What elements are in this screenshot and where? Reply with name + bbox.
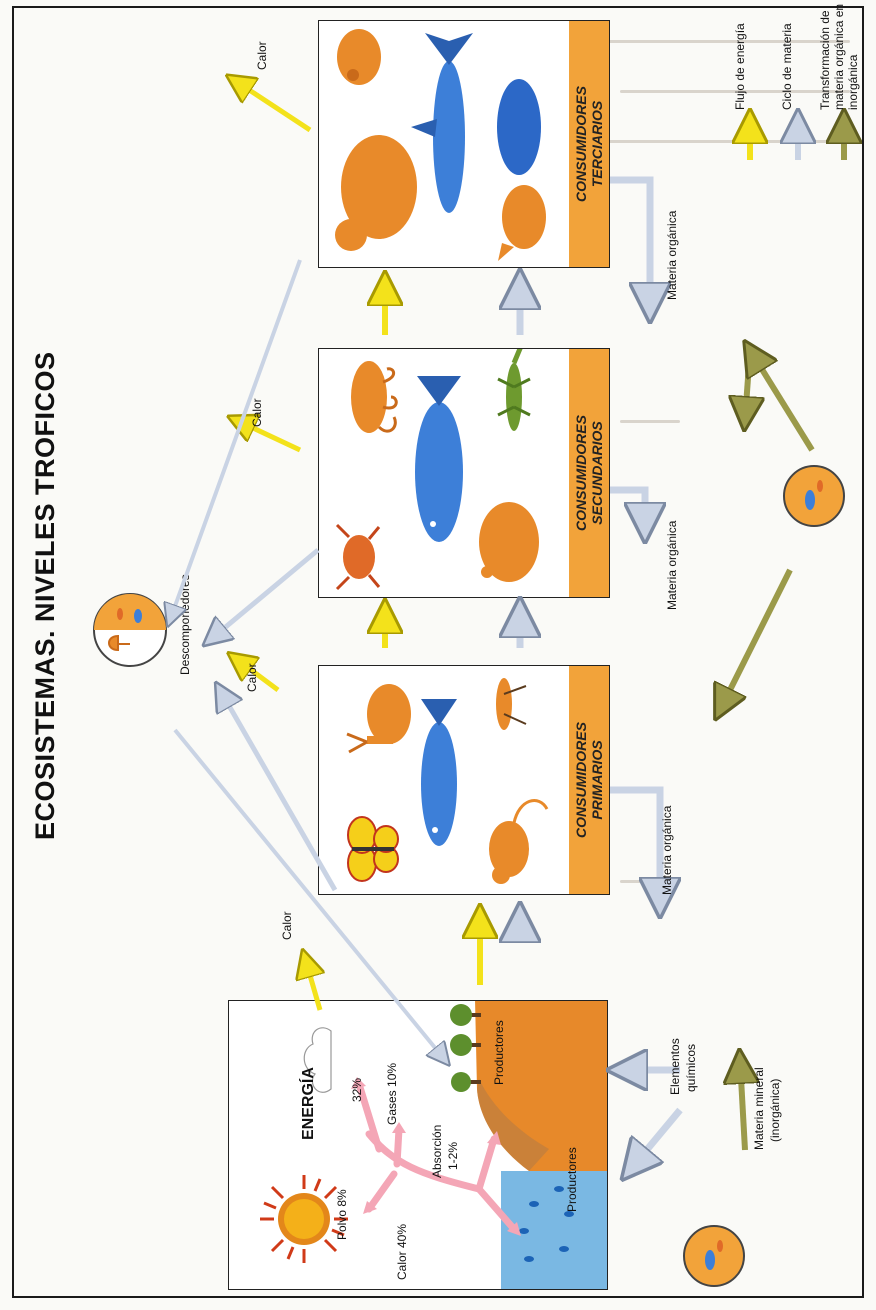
elementos-label-1: Elementos [668,1038,682,1095]
calor-label-1: Calor [280,911,294,940]
transformation-arrow [745,350,750,420]
materia-organica-label-1: Materia orgánica [660,806,674,895]
matter-arrow [210,550,318,640]
materia-organica-label-3: Materia orgánica [665,211,679,300]
organic-matter-arrow [610,180,650,310]
organic-matter-arrow [610,490,645,530]
heat-arrow [234,80,310,130]
chemical-elements-arrow [630,1110,680,1170]
transformation-arrow [720,570,790,710]
transformation-arrow [740,1060,745,1150]
materia-mineral-label-1: Materia mineral [752,1067,766,1150]
transformation-arrow [750,350,812,450]
heat-arrow [236,420,300,450]
organic-matter-arrow [610,790,660,905]
calor-label-3: Calor [250,398,264,427]
calor-label-2: Calor [245,663,259,692]
materia-organica-label-2: Materia orgánica [665,521,679,610]
matter-arrow [175,730,445,1060]
materia-mineral-label-2: (inorgánica) [768,1079,782,1142]
legend-label-transform-2: materia orgánica en [832,4,846,110]
legend-label-energy: Flujo de energía [733,23,747,110]
legend-label-matter: Ciclo de materia [780,23,794,110]
calor-label-4: Calor [255,41,269,70]
legend-label-transform-3: inorgánica [846,55,860,110]
matter-arrow [220,690,335,890]
legend-label-transform-1: Transformación de [818,10,832,110]
elementos-label-2: químicos [684,1044,698,1092]
heat-arrow [305,958,320,1010]
